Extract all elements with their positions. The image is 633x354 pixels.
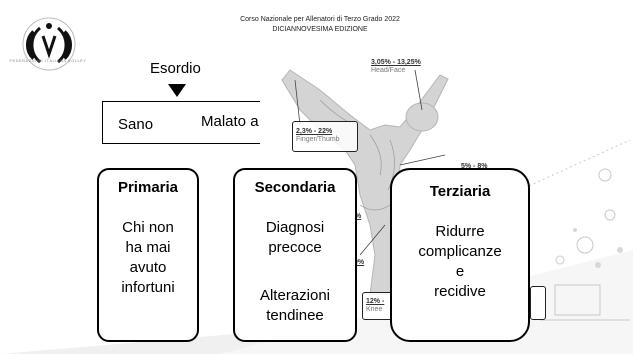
timeline-bar: Sano Malato a — [102, 101, 260, 144]
callout-side-2-percent: % — [355, 213, 362, 220]
callout-knee-part: Knee — [366, 306, 383, 313]
primary-line: ha mai — [125, 239, 171, 256]
tertiary-line: e — [455, 263, 465, 280]
callout-right-frame — [530, 286, 546, 320]
callout-finger: 2,3% - 22% Finger/Thumb — [292, 121, 358, 152]
primary-line: infortuni — [121, 279, 175, 296]
logo-ring-text: FEDERAZIONE ITALIANA VOLLEY — [9, 58, 87, 63]
callout-side-1-percent: 5% - 8% — [461, 163, 488, 170]
primary-line: avuto — [129, 259, 167, 276]
onset-label: Esordio — [150, 60, 201, 77]
federation-logo — [22, 17, 76, 71]
healthy-label: Sano — [118, 116, 154, 133]
tertiary-line: Ridurre — [435, 223, 485, 240]
callout-side-2: % — [352, 212, 364, 222]
callout-finger-percent: 2,3% - 22% — [296, 128, 333, 135]
tertiary-prevention-box: Terziaria Ridurre complicanze e recidive — [390, 168, 530, 342]
sick-label: Malato a — [201, 113, 259, 130]
callout-side-1: 5% - 8% — [458, 162, 490, 172]
secondary-line: Alterazioni — [259, 287, 331, 304]
primary-prevention-box: Primaria Chi non ha mai avuto infortuni — [97, 168, 199, 342]
callout-finger-part: Finger/Thumb — [296, 136, 340, 143]
callout-side-3-percent: 9% — [354, 259, 365, 266]
secondary-line: Diagnosi — [265, 219, 325, 236]
callout-head-percent: 3,05% - 13,25% — [371, 59, 421, 66]
secondary-line: tendinee — [266, 307, 324, 324]
secondary-prevention-box: Secondaria Diagnosi precoce Alterazioni … — [233, 168, 357, 342]
primary-line: Chi non — [122, 219, 174, 236]
tertiary-line: complicanze — [418, 243, 502, 260]
callout-side-3: 9% — [351, 258, 367, 268]
tertiary-title: Terziaria — [429, 183, 491, 200]
tertiary-line: recidive — [434, 283, 486, 300]
callout-head: 3,05% - 13,25% Head/Face — [368, 58, 438, 76]
onset-arrow-icon — [168, 84, 186, 97]
callout-head-part: Head/Face — [371, 67, 406, 74]
secondary-title: Secondaria — [254, 179, 336, 196]
primary-title: Primaria — [117, 179, 179, 196]
callout-knee-percent: 12% - — [366, 298, 385, 305]
secondary-line: precoce — [268, 239, 322, 256]
course-title: Corso Nazionale per Allenatori di Terzo … — [240, 16, 400, 23]
edition-subtitle: DICIANNOVESIMA EDIZIONE — [272, 26, 368, 33]
